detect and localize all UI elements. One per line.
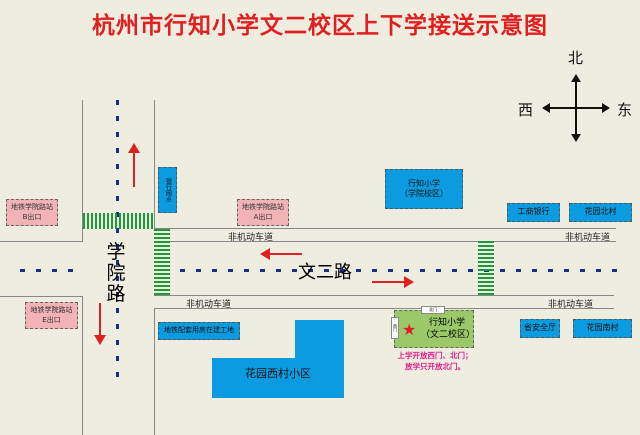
road-edge (154, 295, 614, 296)
building-shengan: 省安全厅 (520, 319, 560, 338)
building-subname: （学院校区） (400, 189, 448, 198)
crosswalk (154, 229, 170, 295)
star-icon: ★ (402, 320, 417, 339)
exit-label: E出口 (42, 315, 61, 324)
exit-label: A出口 (253, 212, 273, 221)
east-arrow-icon (372, 276, 414, 288)
building-huayuan-south: 花园南村 (573, 319, 632, 338)
road-edge (170, 241, 616, 242)
notice-line: 放学只开放北门。 (405, 362, 465, 371)
bike-lane-label: 非机动车道 (565, 233, 611, 243)
building-vertical: 银行网点 (158, 167, 177, 213)
center-line (20, 269, 80, 272)
building-subway-site: 地铁配套用房在建工地 (158, 322, 240, 340)
road-edge (0, 296, 82, 297)
subway-name: 地铁学院路站 (30, 305, 73, 314)
building-name: 花园西村小区 (245, 367, 311, 380)
road-label-wener: 文二路 (298, 262, 352, 283)
north-arrow-icon (128, 143, 140, 187)
building-icbc: 工商银行 (507, 203, 560, 222)
map-title: 杭州市行知小学文二校区上下学接送示意图 (92, 13, 548, 39)
west-gate: 西门 (391, 317, 399, 339)
crosswalk (83, 213, 153, 229)
road-label-xueyuan: 学院路 (106, 241, 126, 305)
road-edge (82, 296, 83, 435)
subway-name: 地铁学院路站 (242, 202, 284, 211)
south-arrow-icon (94, 303, 106, 345)
crosswalk (478, 241, 494, 295)
school-campus: （文二校区） (421, 330, 476, 340)
gate-notice: 上学开放西门、北门； 放学只开放北门。 (390, 350, 480, 372)
school-name: 行知小学 (428, 318, 465, 328)
exit-label: B出口 (22, 212, 42, 221)
road-edge (82, 100, 83, 242)
building-huayuan-west: 花园西村小区 (212, 358, 344, 398)
center-line (116, 100, 119, 380)
road-edge (154, 100, 155, 230)
notice-line: 上学开放西门、北门； (397, 351, 473, 360)
building-xingzhi-xueyuan: 行知小学（学院校区） (385, 169, 463, 209)
road-edge (0, 241, 82, 242)
compass-east: 东 (617, 101, 633, 119)
road-edge (154, 308, 155, 435)
road-edge (154, 228, 616, 229)
north-gate: 北门 (421, 306, 445, 314)
west-arrow-icon (260, 248, 302, 260)
road-edge (154, 308, 614, 309)
bike-lane-label: 非机动车道 (186, 300, 232, 310)
compass-west: 西 (518, 101, 534, 119)
building-huayuan-north: 花园北村 (569, 203, 632, 222)
subway-name: 地铁学院路站 (11, 202, 53, 211)
building-name: 行知小学 (408, 178, 440, 188)
compass-icon (542, 74, 610, 142)
compass-north: 北 (568, 49, 584, 67)
school-xingzhi-wener: ★ 行知小学 （文二校区） (394, 310, 476, 348)
center-line (180, 269, 620, 272)
bike-lane-label: 非机动车道 (548, 300, 594, 310)
bike-lane-label: 非机动车道 (228, 233, 274, 243)
